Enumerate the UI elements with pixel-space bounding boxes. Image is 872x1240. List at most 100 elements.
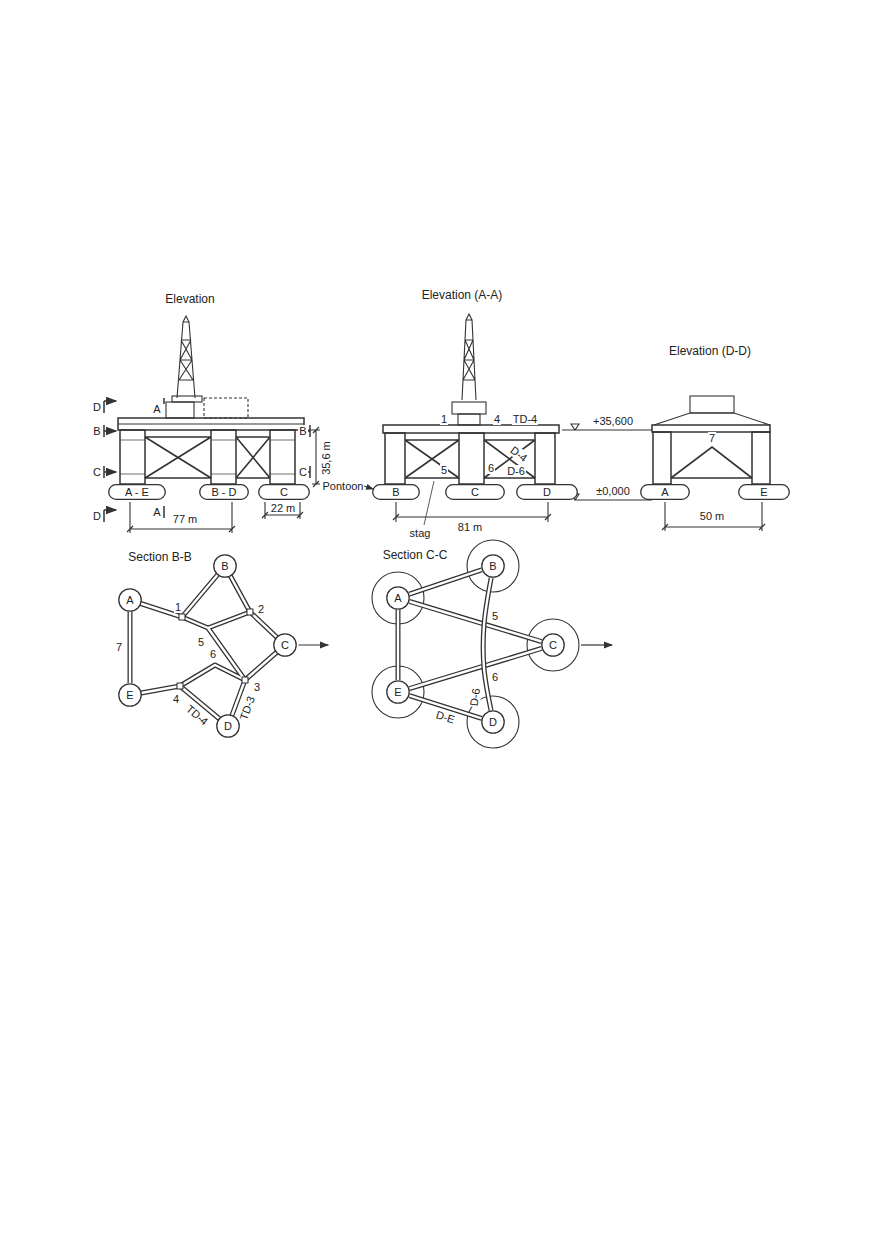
drawing-label: D [92, 401, 102, 413]
column-outline [542, 634, 564, 656]
elevation-view-part [298, 427, 320, 487]
node-outline [108, 484, 166, 500]
brace-core [483, 578, 491, 710]
pontoon-outline [446, 485, 505, 500]
pontoon-label: D [543, 486, 551, 498]
view-title: Section C-C [382, 549, 449, 562]
node-outline [445, 484, 505, 500]
node-text: E [394, 686, 401, 698]
elevation-view-part [364, 486, 373, 489]
column-outline [274, 634, 296, 656]
brace-core [409, 570, 481, 594]
drawing-label: D [92, 510, 102, 522]
pontoon-label: B - D [211, 486, 236, 498]
elevation-view-part [654, 413, 770, 425]
column-letter: B [221, 560, 228, 572]
node-text: B [489, 560, 496, 572]
column-letter: B [489, 560, 496, 572]
column-letter: D [224, 720, 232, 732]
elevation-view-part [562, 424, 652, 430]
drawing-label: TD-4 [183, 702, 211, 728]
pontoon-outline [517, 485, 578, 500]
elevation-view [652, 396, 770, 531]
pontoon-box: B - D [199, 484, 249, 500]
elevation-view-part [653, 432, 671, 484]
node-outline [516, 484, 578, 500]
brace-member [409, 570, 481, 594]
column-letter: C [549, 639, 557, 651]
brace-outline [409, 570, 481, 594]
elevation-view-part [383, 425, 559, 433]
column-outline [119, 589, 141, 611]
brace-outline [483, 578, 491, 710]
elevation-view-part [652, 425, 770, 432]
elevation-view-part [127, 502, 235, 533]
drawing-label: A [152, 506, 161, 518]
drawing-label: A [152, 403, 161, 415]
node-text: A [394, 592, 401, 604]
section-view-part [179, 614, 185, 620]
elevation-view-part [462, 314, 476, 400]
node-outline [216, 714, 240, 738]
pontoon-outline [200, 485, 249, 500]
member-label: 7 [115, 641, 123, 653]
node-outline [386, 586, 410, 610]
node-text: E [126, 689, 133, 701]
elevation-view-part [166, 402, 194, 418]
drawing-label: 50 m [699, 510, 725, 522]
drawing-label: 5 [440, 464, 448, 476]
brace-core [409, 648, 541, 688]
drawing-label: 35,6 m [320, 440, 332, 476]
column-circle: C [541, 633, 565, 657]
view-title: Elevation (D-D) [668, 345, 752, 358]
drawing-label: D-6 [506, 465, 526, 477]
elevation-view-part [424, 481, 434, 525]
pontoon-box: D [516, 484, 578, 500]
drawing-label: 6 [487, 462, 495, 474]
drawing-label: 2 [257, 603, 265, 615]
brace-outline [128, 612, 133, 683]
elevation-view-part [104, 466, 116, 478]
elevation-view-part [177, 316, 195, 398]
drawing-label: 6 [491, 671, 499, 683]
section-view-part [242, 677, 248, 683]
pontoon-label: C [471, 486, 479, 498]
pontoon-label: C [280, 486, 288, 498]
drawing-label: 22 m [270, 502, 296, 514]
column-outline [482, 555, 504, 577]
elevation-view-part [120, 440, 295, 474]
node-outline [738, 484, 790, 500]
elevation-view-part [671, 447, 752, 478]
section-view-part [130, 566, 285, 726]
pontoon-box: A [640, 484, 690, 500]
drawing-label: Pontoon [322, 480, 365, 492]
brace-outline [409, 696, 481, 719]
column-circle: B [481, 554, 505, 578]
column-letter: E [126, 689, 133, 701]
view-title: Section B-B [127, 551, 192, 564]
elevation-view-part [458, 414, 480, 425]
section-view [130, 566, 328, 726]
brace-core [409, 601, 541, 641]
section-view-part [527, 619, 579, 671]
pontoon-label: A [661, 486, 668, 498]
node-text: A - E [125, 486, 149, 498]
elevation-view-part [300, 425, 310, 437]
drawing-label: 7 [708, 432, 716, 444]
drawing-label: 5 [197, 636, 205, 648]
column-outline [214, 555, 236, 577]
elevation-view-part [393, 502, 551, 522]
brace-outline [409, 601, 541, 641]
pontoon-label: A - E [125, 486, 149, 498]
brace-member [483, 578, 491, 710]
elevation-view-part [385, 433, 405, 484]
member-label: D-E [433, 708, 457, 726]
elevation-view-part [172, 396, 202, 402]
drawing-label: stag [409, 527, 432, 539]
pontoon-outline [109, 485, 166, 500]
section-view-part [581, 644, 612, 645]
node-text: D [543, 486, 551, 498]
column-letter: C [281, 639, 289, 651]
